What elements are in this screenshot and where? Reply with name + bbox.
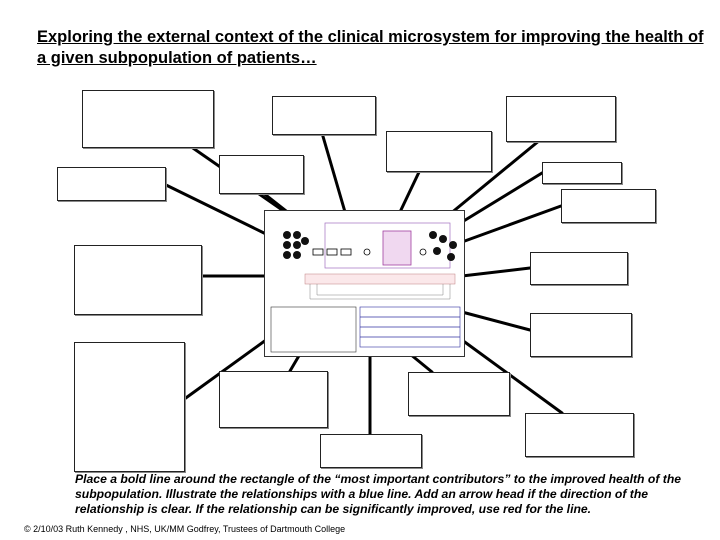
contributor-box[interactable] [272,96,376,135]
contributor-box[interactable] [219,155,304,194]
microsystem-diagram-graphic [270,222,461,353]
contributor-box[interactable] [506,96,616,142]
instructions-text: Place a bold line around the rectangle o… [75,472,682,516]
contributor-box[interactable] [219,371,328,428]
contributor-box[interactable] [561,189,656,223]
contributor-box[interactable] [82,90,214,148]
connector-line [460,310,532,332]
microsystem-diagram-image [264,210,465,357]
contributor-box[interactable] [320,434,422,468]
contributor-box[interactable] [530,313,632,357]
contributor-box[interactable] [74,245,202,315]
contributor-box[interactable] [74,342,185,472]
connector-line [408,352,434,374]
connector-line [448,138,542,216]
connector-line [460,266,532,278]
copyright-footer: © 2/10/03 Ruth Kennedy , NHS, UK/MM Godf… [24,524,346,534]
contributor-box[interactable] [525,413,634,457]
connector-line [460,171,544,224]
contributor-box[interactable] [408,372,510,416]
connector-line [398,168,422,214]
connector-line [181,338,268,402]
slide-title: Exploring the external context of the cl… [37,28,704,67]
contributor-box[interactable] [57,167,166,201]
contributor-box[interactable] [530,252,628,285]
connector-line [162,182,268,236]
contributor-box[interactable] [386,131,492,172]
connector-line [460,338,564,415]
contributor-box[interactable] [542,162,622,184]
connector-line [460,204,563,244]
connector-line [320,131,347,214]
